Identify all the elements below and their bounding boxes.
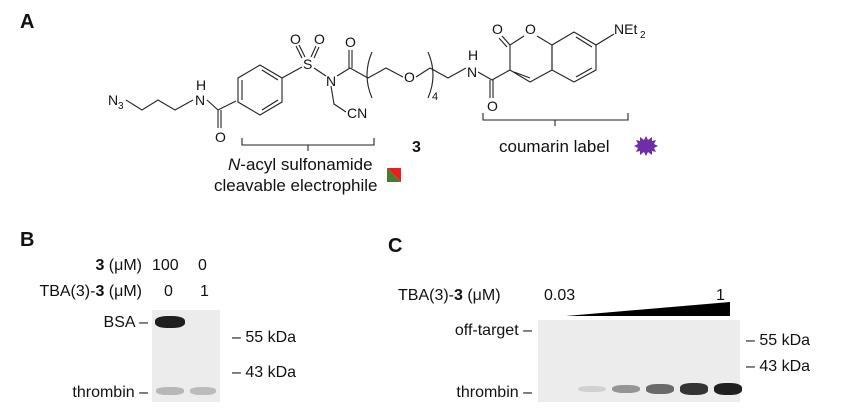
- panel-c-label: C: [388, 235, 403, 257]
- peg-repeat-count: 4: [432, 91, 438, 103]
- unit: (μM): [104, 257, 142, 274]
- lane2-conc: 0: [198, 257, 207, 274]
- thrombin-band: [190, 387, 216, 395]
- lane2-tba: 1: [200, 283, 209, 300]
- atom-n3-subscript: 3: [118, 101, 124, 112]
- compound-bold: 3: [95, 257, 105, 274]
- thrombin-band: [646, 384, 674, 394]
- panel-b-label: B: [20, 229, 35, 251]
- atom-h: H: [468, 47, 478, 63]
- prefix: TBA(3)-: [39, 283, 96, 300]
- thrombin-band: [680, 383, 708, 395]
- atom-o: O: [404, 69, 415, 85]
- lane1-conc: 100: [152, 257, 179, 274]
- atom-h: H: [196, 77, 206, 93]
- atom-o: O: [290, 31, 301, 47]
- atom-o: O: [314, 31, 325, 47]
- row2-label: TBA(3)-3 (μM): [10, 284, 142, 300]
- thrombin-band: [578, 385, 606, 393]
- marker-55: – 55 kDa: [746, 332, 811, 349]
- conc-max: 1: [716, 287, 725, 304]
- thrombin-band: [714, 383, 742, 395]
- atom-n: N: [467, 64, 477, 80]
- conc-min: 0.03: [544, 287, 576, 304]
- row1-label: 3 (μM): [60, 258, 142, 274]
- unit: (μM): [462, 287, 501, 304]
- electrophile-icon-green: [387, 168, 401, 182]
- atom-o: O: [492, 21, 503, 37]
- coumarin-star-icon: [634, 136, 658, 156]
- compound-number: 3: [412, 139, 421, 156]
- compound-bold: 3: [454, 287, 463, 304]
- thrombin-label: thrombin –: [72, 384, 148, 401]
- marker-43: – 43 kDa: [746, 358, 811, 375]
- atom-o: O: [345, 34, 356, 50]
- atom-n: N: [326, 73, 336, 89]
- coumarin-label: coumarin label: [499, 137, 610, 156]
- gel-c: [538, 320, 742, 402]
- atom-net2-subscript: 2: [640, 30, 646, 41]
- marker-55: – 55 kDa: [232, 329, 297, 346]
- atom-o: O: [487, 98, 498, 114]
- bsa-label: BSA –: [103, 314, 148, 331]
- thrombin-label: thrombin –: [456, 384, 532, 401]
- atom-o: O: [215, 129, 226, 145]
- electrophile-label-line2: cleavable electrophile: [214, 176, 378, 195]
- atom-n: N: [195, 92, 205, 108]
- marker-43: – 43 kDa: [232, 364, 297, 381]
- electrophile-label-text: -acyl sulfonamide: [240, 155, 373, 174]
- gel-b: [152, 310, 220, 402]
- atom-cn: CN: [347, 105, 367, 121]
- thrombin-band: [612, 384, 640, 394]
- thrombin-band: [156, 387, 184, 395]
- compound-bold: 3: [95, 283, 105, 300]
- prefix: TBA(3)-: [398, 287, 454, 304]
- panel-a-label: A: [20, 11, 35, 33]
- off-target-label: off-target –: [454, 322, 532, 339]
- lane1-tba: 0: [164, 283, 173, 300]
- atom-o: O: [525, 21, 536, 37]
- atom-net2: NEt: [614, 21, 637, 37]
- atom-n3: N: [108, 92, 118, 108]
- unit: (μM): [104, 283, 142, 300]
- electrophile-label-line1: N-acyl sulfonamide: [228, 156, 373, 173]
- atom-s: S: [303, 56, 312, 72]
- italic-n: N: [228, 155, 241, 174]
- tba-label: TBA(3)-3 (μM): [398, 288, 501, 304]
- bsa-band: [155, 316, 185, 328]
